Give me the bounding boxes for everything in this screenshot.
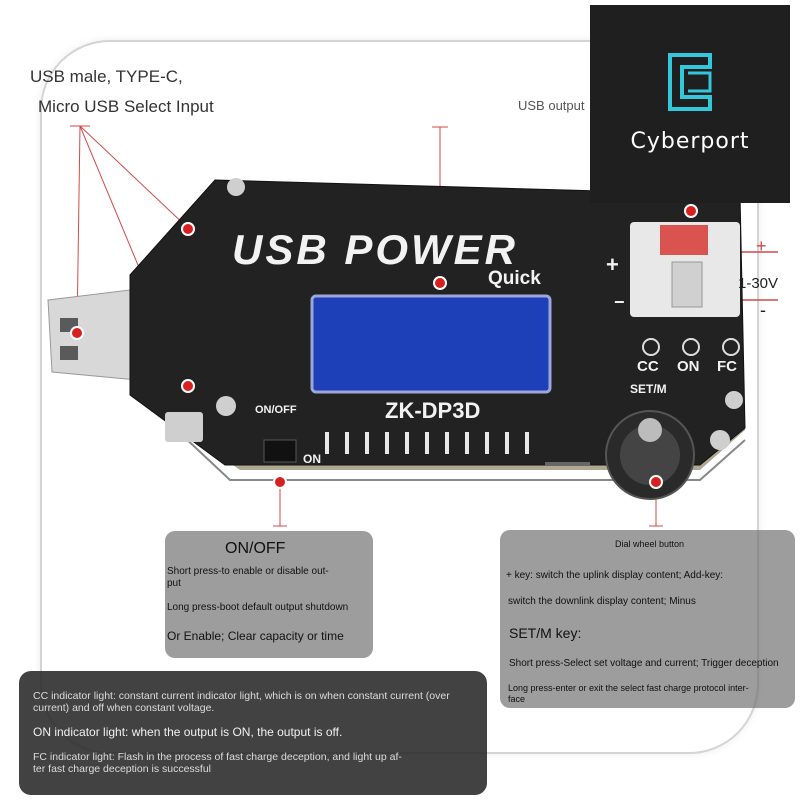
usb-input-label-line1: USB male, TYPE-C, [30,67,183,86]
brand-mark-icon [668,53,712,111]
header-pin [465,432,469,454]
fc-indicator-label: FC [717,358,737,375]
onoff-panel-line3: Or Enable; Clear capacity or time [167,629,344,643]
marker-dot [649,475,663,489]
device-model: ZK-DP3D [385,398,481,423]
onoff-panel-line1a: Short press-to enable or disable out- [167,566,329,577]
onoff-info-panel: ON/OFF Short press-to enable or disable … [165,531,373,658]
usb-input-label-line2: Micro USB Select Input [38,97,214,116]
voltage-range-label: 1-30V [738,275,779,292]
device-title: USB POWER [232,226,519,273]
dial-panel-line4b: face [508,694,526,704]
header-pin [365,432,369,454]
indicator-panel-line1a: CC indicator light: constant current ind… [33,690,450,702]
device-onoff-label: ON/OFF [255,404,297,416]
terminal-minus-label: − [614,292,625,312]
marker-dot [181,379,195,393]
usb-output-label: USB output [518,98,585,113]
device-on-label: ON [303,452,321,466]
on-led [682,338,700,356]
onoff-panel-line2: Long press-boot default output shutdown [167,602,349,613]
brand-logo: Cyberport [590,5,790,203]
header-pin [325,432,329,454]
indicator-info-panel: CC indicator light: constant current ind… [19,671,487,795]
marker-dot [433,276,447,290]
cc-indicator-label: CC [637,358,659,375]
onoff-panel-line1b: put [167,578,181,589]
header-pin [505,432,509,454]
indicator-panel-line1b: current) and off when constant voltage. [33,702,215,714]
dial-panel-line4a: Long press-enter or exit the select fast… [508,683,749,693]
cc-led [642,338,660,356]
dial-panel-line1: + key: switch the uplink display content… [506,570,724,581]
dial-panel-line3: Short press-Select set voltage and curre… [509,658,779,669]
dial-panel-title: Dial wheel button [615,539,685,549]
indicator-panel-line2: ON indicator light: when the output is O… [33,725,343,739]
output-plus-label: + [756,236,767,256]
brand-name: Cyberport [630,129,750,154]
fc-led [722,338,740,356]
on-indicator-label: ON [677,358,700,375]
header-pin [485,432,489,454]
marker-dot [273,475,287,489]
header-pin [445,432,449,454]
terminal-plus-label: + [606,252,619,277]
header-pin [405,432,409,454]
header-pin [425,432,429,454]
dial-panel-line2: switch the downlink display content; Min… [508,596,696,607]
header-pin [385,432,389,454]
header-pin [345,432,349,454]
set-m-label: SET/M [630,382,667,396]
marker-dot [70,326,84,340]
output-minus-label: - [760,300,766,320]
marker-dot [684,204,698,218]
dial-info-panel: Dial wheel button + key: switch the upli… [500,530,795,708]
device-subtitle: Quick [488,268,541,289]
indicator-panel-line3b: ter fast charge deception is successful [33,763,212,775]
dial-panel-setm-title: SET/M key: [509,625,582,641]
header-pin [525,432,529,454]
onoff-panel-title: ON/OFF [225,540,286,557]
marker-dot [181,222,195,236]
indicator-panel-line3a: FC indicator light: Flash in the process… [33,751,402,763]
